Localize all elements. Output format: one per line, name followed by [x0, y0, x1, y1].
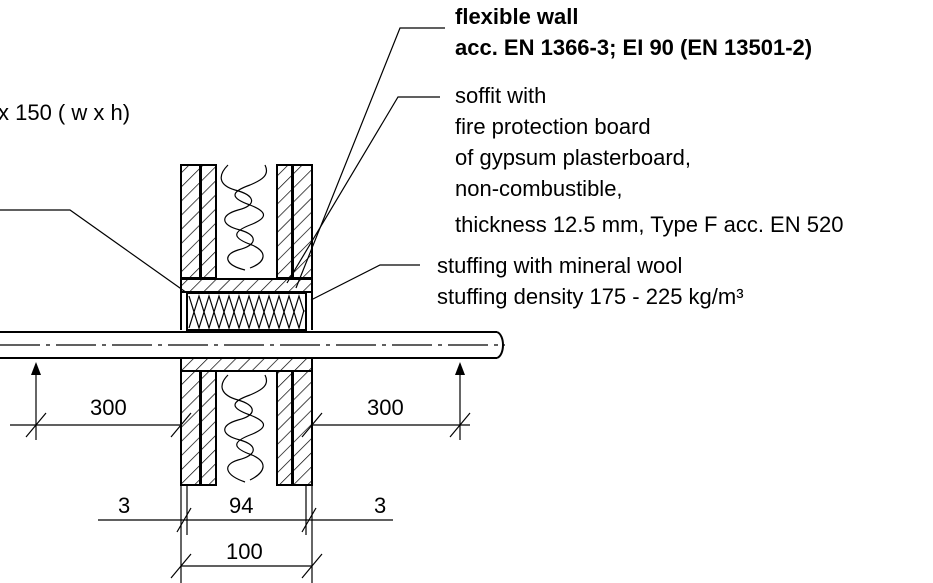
lower-insulation	[221, 374, 268, 483]
size-label: x 150 ( w x h)	[0, 100, 130, 125]
upper-soffit-board	[180, 278, 313, 293]
upper-right-board-inner	[276, 164, 293, 279]
lower-right-board	[292, 370, 313, 486]
dimension-lines	[10, 362, 471, 583]
dim-right-offset: 300	[367, 395, 404, 420]
soffit-label-line2: fire protection board	[455, 114, 651, 139]
lower-left-board-inner	[200, 370, 217, 486]
wall-upper-section	[180, 164, 313, 331]
wall-label-line1: flexible wall	[455, 4, 579, 29]
mineral-wool-stuffing	[186, 292, 307, 331]
soffit-label-line4: non-combustible,	[455, 176, 623, 201]
dim-left-offset: 300	[90, 395, 127, 420]
lower-soffit-board	[180, 357, 313, 372]
upper-insulation	[220, 164, 268, 271]
dim-gap-right: 3	[374, 493, 386, 518]
soffit-label-line3: of gypsum plasterboard,	[455, 145, 691, 170]
dim-gap-left: 3	[118, 493, 130, 518]
wall-label-line2: acc. EN 1366-3; EI 90 (EN 13501-2)	[455, 35, 812, 60]
pipe	[0, 331, 505, 359]
soffit-label-line1: soffit with	[455, 83, 546, 108]
stuffing-label-line1: stuffing with mineral wool	[437, 253, 682, 278]
upper-left-board	[180, 164, 201, 279]
stuffing-label-line2: stuffing density 175 - 225 kg/m³	[437, 284, 744, 309]
leader-lines	[0, 27, 445, 301]
upper-right-board	[292, 164, 313, 279]
soffit-label-line5: thickness 12.5 mm, Type F acc. EN 520	[455, 212, 843, 237]
upper-left-board-inner	[200, 164, 217, 279]
wall-lower-section	[180, 357, 313, 486]
dim-wall-core: 94	[229, 493, 253, 518]
lower-right-board-inner	[276, 370, 293, 486]
dim-total-width: 100	[226, 539, 263, 564]
lower-left-board	[180, 370, 201, 486]
